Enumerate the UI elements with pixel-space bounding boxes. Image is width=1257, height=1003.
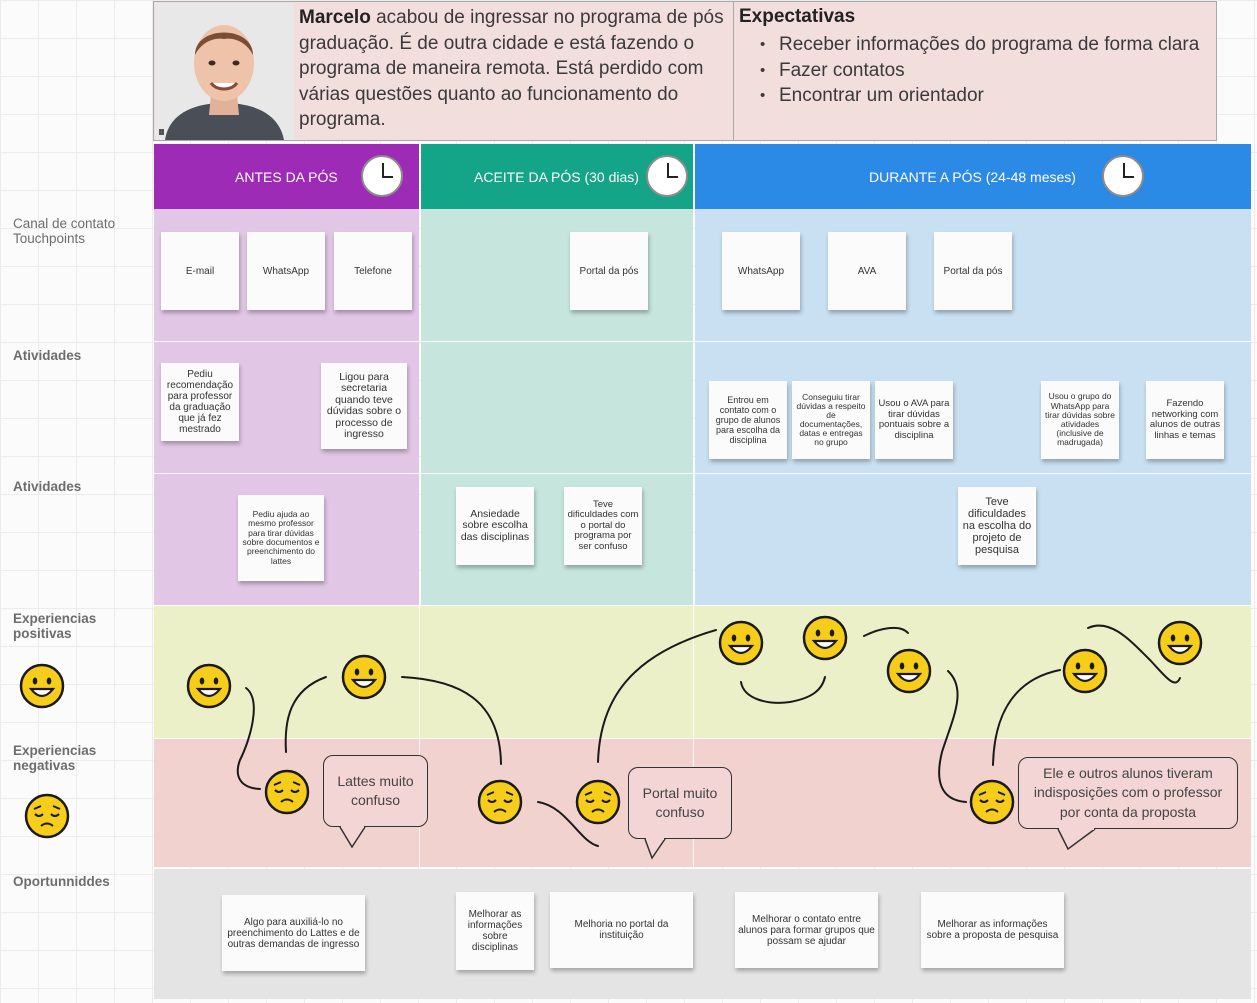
row-label-activities: Atividades [13,348,82,363]
activity-sticky[interactable]: Fazendo networking com alunos de outras … [1146,381,1224,459]
activity-sticky[interactable]: Teve dificuldades com o portal do progra… [564,487,642,565]
column-separator [419,605,420,867]
happy-face-icon [186,663,232,709]
happy-face-icon [19,663,65,709]
sticky-text: Ansiedade sobre escolha das disciplinas [460,507,530,543]
sticky-text: WhatsApp [262,265,310,277]
row-label-negative: Experiencias negativas [13,743,97,773]
clock-icon [1102,155,1144,197]
sad-face-icon [575,779,621,825]
sticky-text: Usou o grupo do WhatsApp para tirar dúvi… [1045,391,1115,448]
sticky-text: Usou o AVA para tirar dúvidas pontuais s… [878,398,950,441]
persona-description: Marcelo acabou de ingressar no programa … [299,5,729,133]
activity-sticky[interactable]: Teve dificuldades na escolha do projeto … [958,487,1036,565]
persona-summary: acabou de ingressar no programa de pós g… [299,7,724,130]
opportunity-sticky[interactable]: Melhorar o contato entre alunos para for… [735,892,878,968]
sad-face-icon [477,779,523,825]
comment-bubble[interactable]: Ele e outros alunos tiveram indisposiçõe… [1018,757,1238,829]
opportunity-sticky[interactable]: Melhorar as informações sobre disciplina… [456,892,534,970]
header-divider [733,1,734,141]
sticky-text: Portal da pós [579,265,639,277]
touchpoint-sticky[interactable]: Portal da pós [570,232,648,310]
touchpoint-sticky[interactable]: WhatsApp [722,232,800,310]
row-separator [154,341,1251,342]
clock-icon [361,155,403,197]
activity-sticky[interactable]: Usou o AVA para tirar dúvidas pontuais s… [875,381,953,459]
row-label-positive: Experiencias positivas [13,611,97,641]
person-photo [155,3,294,140]
persona-name: Marcelo [299,7,371,28]
touchpoint-sticky[interactable]: Portal da pós [934,232,1012,310]
phase-label: ACEITE DA PÓS (30 dias) [474,168,639,185]
happy-face-icon [718,620,764,666]
activity-sticky[interactable]: Ansiedade sobre escolha das disciplinas [456,487,534,565]
comment-text: Ele e outros alunos tiveram indisposiçõe… [1033,764,1223,820]
activity-sticky[interactable]: Ligou para secretaria quando teve dúvida… [321,363,407,449]
opportunity-sticky[interactable]: Melhorar as informações sobre a proposta… [921,892,1064,968]
expectations-title: Expectativas [739,6,856,27]
sad-face-icon [264,769,310,815]
sticky-text: Algo para auxiliá-lo no preenchimento do… [227,916,360,950]
comment-text: Lattes muito confuso [337,772,414,809]
touchpoint-sticky[interactable]: AVA [828,232,906,310]
sticky-text: Melhorar o contato entre alunos para for… [738,913,875,947]
sticky-text: E-mail [185,265,215,277]
sticky-text: Pediu recomendação para professor da gra… [166,369,234,435]
sticky-text: Fazendo networking com alunos de outras … [1149,398,1221,441]
opportunity-sticky[interactable]: Melhoria no portal da instituição [550,892,693,968]
sticky-text: Melhorar as informações sobre disciplina… [467,909,523,953]
comment-bubble[interactable]: Lattes muito confuso [323,755,428,827]
happy-face-icon [1062,648,1108,694]
activity-sticky[interactable]: Usou o grupo do WhatsApp para tirar dúvi… [1041,381,1119,459]
touchpoint-sticky[interactable]: Telefone [334,232,412,310]
sticky-text: WhatsApp [737,265,785,277]
sticky-text: Melhoria no portal da instituição [574,919,669,941]
expectations-list: Receber informações do programa de forma… [760,32,1200,109]
activity-sticky[interactable]: Pediu ajuda ao mesmo professor para tira… [238,495,324,581]
row-label-activities: Atividades [13,479,82,494]
row-separator [154,738,1251,739]
clock-icon [646,155,688,197]
sticky-text: Melhorar as informações sobre a proposta… [926,919,1059,941]
sticky-text: Telefone [354,265,392,277]
comment-bubble[interactable]: Portal muito confuso [628,767,732,839]
phase-label: DURANTE A PÓS (24-48 meses) [869,168,1076,185]
happy-face-icon [341,654,387,700]
expectation-item: Encontrar um orientador [760,83,1200,109]
touchpoint-sticky[interactable]: WhatsApp [247,232,325,310]
phase-label: ANTES DA PÓS [235,168,338,185]
column-separator [693,605,694,867]
opportunity-sticky[interactable]: Algo para auxiliá-lo no preenchimento do… [222,895,365,971]
sticky-text: Entrou em contato com o grupo de alunos … [715,395,781,445]
row-separator [154,605,1251,606]
row-separator [154,473,1251,474]
happy-face-icon [1157,620,1203,666]
happy-face-icon [802,615,848,661]
sticky-text: Conseguiu tirar dúvidas a respeito de do… [796,392,866,447]
sad-face-icon [969,779,1015,825]
phase-header-aceite: ACEITE DA PÓS (30 dias) [421,144,693,209]
expectation-item: Fazer contatos [760,58,1200,84]
activity-sticky[interactable]: Conseguiu tirar dúvidas a respeito de do… [792,381,870,459]
sticky-text: Ligou para secretaria quando teve dúvida… [326,370,402,440]
sticky-text: Portal da pós [943,265,1003,277]
touchpoint-sticky[interactable]: E-mail [161,232,239,310]
sticky-text: Teve dificuldades com o portal do progra… [567,498,639,552]
expectation-item: Receber informações do programa de forma… [760,32,1200,58]
row-label-touchpoints: Canal de contato Touchpoints [13,216,116,246]
row-label-opportunities: Oportunniddes [13,874,110,889]
happy-face-icon [886,648,932,694]
comment-text: Portal muito confuso [642,784,718,821]
phase-header-antes: ANTES DA PÓS [154,144,419,209]
activity-sticky[interactable]: Entrou em contato com o grupo de alunos … [709,381,787,459]
sticky-text: Pediu ajuda ao mesmo professor para tira… [242,508,320,566]
sad-face-icon [24,793,70,839]
sticky-text: Teve dificuldades na escolha do projeto … [962,496,1032,556]
activity-sticky[interactable]: Pediu recomendação para professor da gra… [161,363,239,441]
phase-header-durante: DURANTE A PÓS (24-48 meses) [695,144,1251,209]
sticky-text: AVA [857,265,877,277]
